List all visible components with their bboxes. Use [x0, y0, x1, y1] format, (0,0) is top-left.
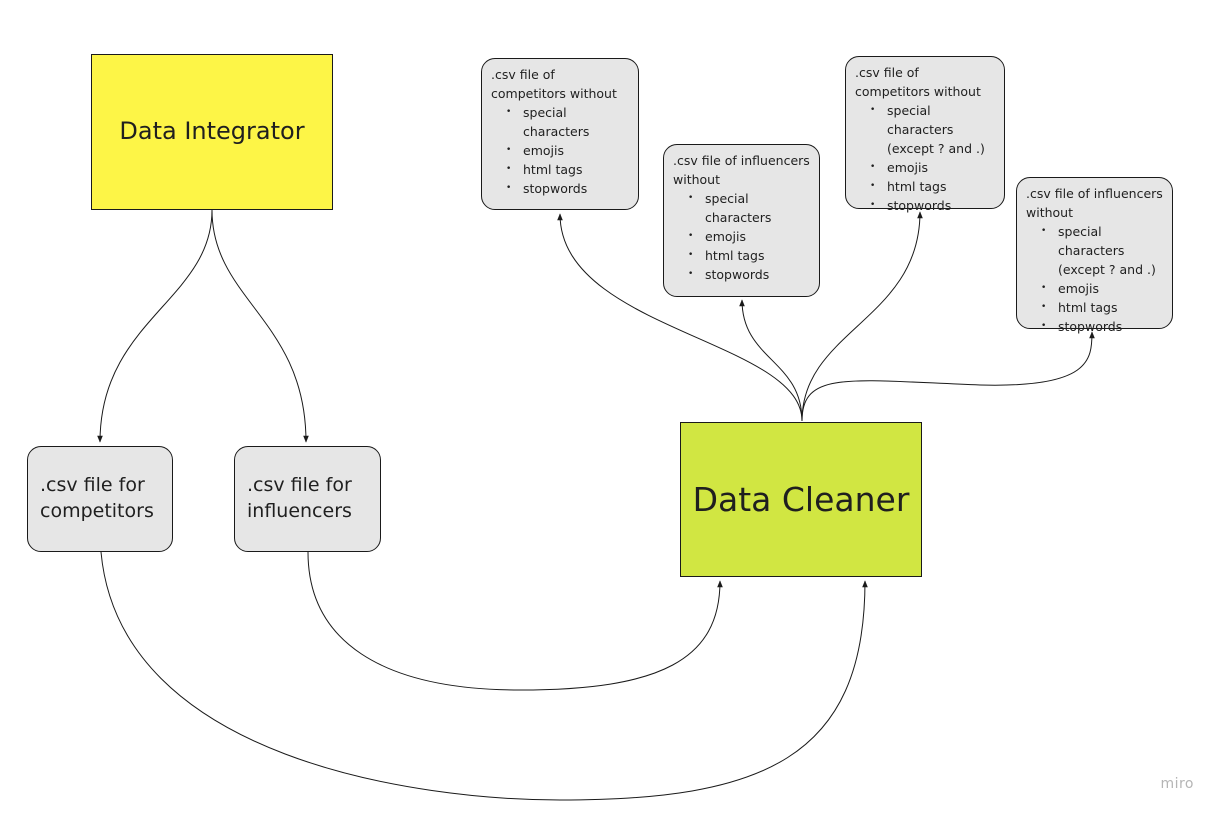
note-item: special characters	[506, 103, 630, 141]
data-cleaner-node[interactable]: Data Cleaner	[680, 422, 922, 577]
note-item: stopwords	[688, 265, 811, 284]
note-item: emojis	[1041, 279, 1164, 298]
data-cleaner-label: Data Cleaner	[692, 480, 910, 519]
note-item: special characters (except ? and .)	[870, 101, 996, 158]
edge-cleaner-to-note-3	[801, 211, 923, 422]
edge-competitors-file-to-cleaner	[100, 551, 868, 801]
note-list: special characters emojis html tags stop…	[491, 103, 630, 198]
note-item: stopwords	[870, 196, 996, 215]
edge-integrator-to-competitors-file	[97, 209, 213, 443]
note-influencers-clean-partial[interactable]: .csv file of influencers without special…	[1016, 177, 1173, 336]
note-item: stopwords	[506, 179, 630, 198]
edge-cleaner-to-note-4	[801, 331, 1095, 422]
note-competitors-clean[interactable]: .csv file of competitors without special…	[481, 58, 639, 210]
edge-cleaner-to-note-1	[557, 213, 803, 422]
note-item: special characters	[688, 189, 811, 227]
note-item: stopwords	[1041, 317, 1164, 336]
note-item: special characters (except ? and .)	[1041, 222, 1164, 279]
note-title: .csv file of influencers without	[1026, 186, 1163, 220]
note-title: .csv file of competitors without	[491, 67, 617, 101]
note-item: emojis	[688, 227, 811, 246]
note-item: html tags	[688, 246, 811, 265]
note-item: html tags	[506, 160, 630, 179]
edge-cleaner-to-note-2	[739, 299, 803, 422]
note-item: emojis	[506, 141, 630, 160]
note-list: special characters (except ? and .) emoj…	[1026, 222, 1164, 336]
csv-competitors-label: .csv file for competitors	[40, 474, 154, 522]
edge-influencers-file-to-cleaner	[307, 551, 723, 691]
edge-integrator-to-influencers-file	[211, 209, 309, 443]
note-influencers-clean[interactable]: .csv file of influencers without special…	[663, 144, 820, 297]
note-competitors-clean-partial[interactable]: .csv file of competitors without special…	[845, 56, 1005, 215]
note-item: emojis	[870, 158, 996, 177]
data-integrator-node[interactable]: Data Integrator	[91, 54, 333, 210]
note-title: .csv file of competitors without	[855, 65, 981, 99]
csv-influencers-label: .csv file for influencers	[247, 474, 352, 522]
note-list: special characters (except ? and .) emoj…	[855, 101, 996, 215]
note-item: html tags	[1041, 298, 1164, 317]
miro-watermark: miro	[1160, 776, 1194, 792]
note-list: special characters emojis html tags stop…	[673, 189, 811, 284]
csv-competitors-node[interactable]: .csv file for competitors	[27, 446, 173, 552]
note-item: html tags	[870, 177, 996, 196]
csv-influencers-node[interactable]: .csv file for influencers	[234, 446, 381, 552]
data-integrator-label: Data Integrator	[119, 117, 305, 146]
note-title: .csv file of influencers without	[673, 153, 810, 187]
